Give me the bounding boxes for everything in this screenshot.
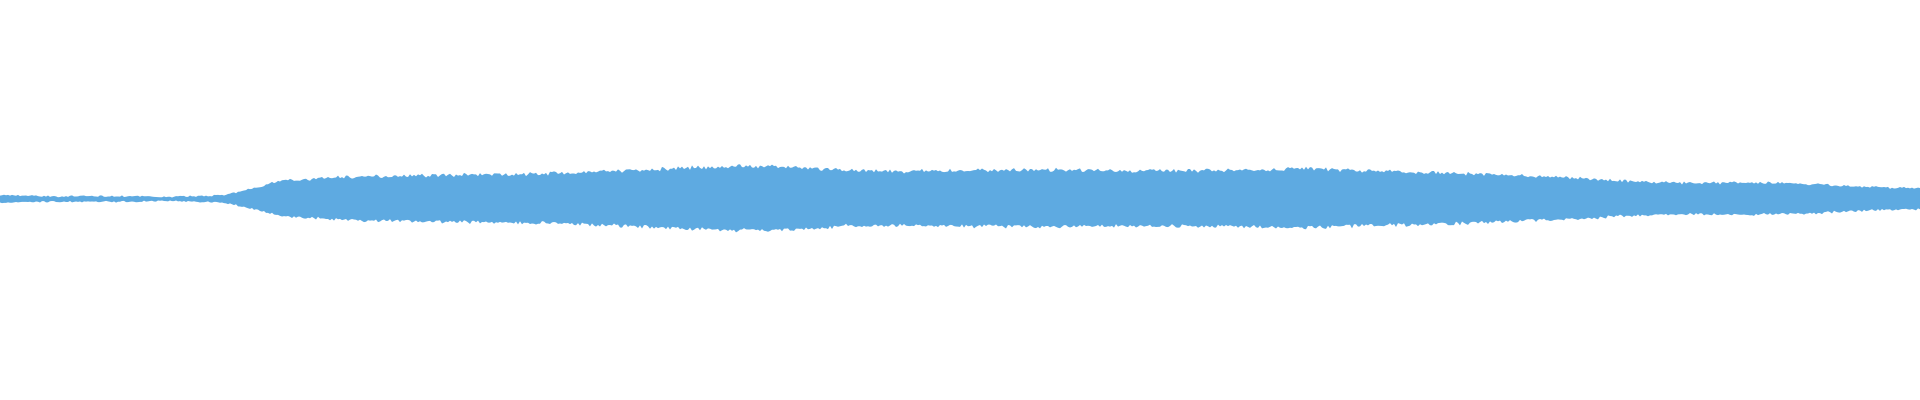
waveform-amplitude	[0, 164, 1920, 233]
